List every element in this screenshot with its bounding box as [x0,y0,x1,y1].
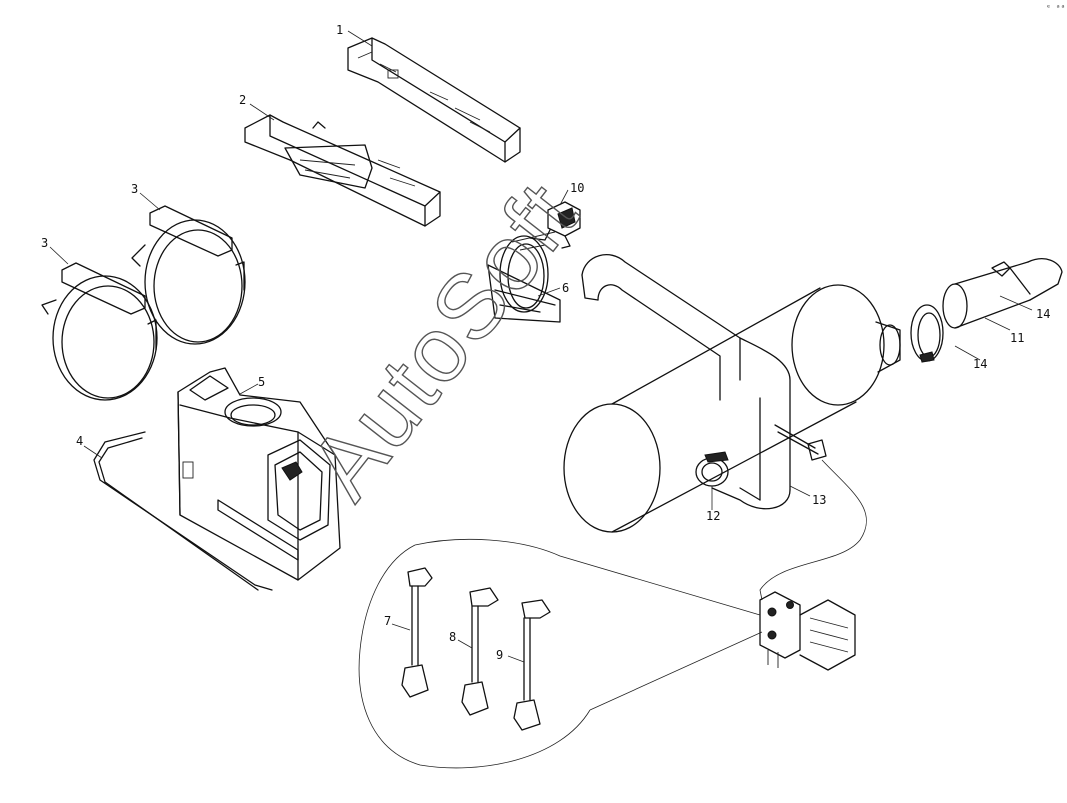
callout-8: 8 [449,630,456,644]
callout-14a: 14 [1036,307,1050,321]
part-14-clamp-right [991,261,1011,277]
callout-10: 10 [570,181,584,195]
callout-14b: 14 [973,357,987,371]
part-7-sensor [401,567,433,698]
part-14-clamp-left [910,304,944,363]
watermark: AutoSoft [290,163,599,518]
leader-lines [49,30,1033,663]
callout-6: 6 [562,281,569,295]
watermark-text: AutoSoft [290,164,597,517]
callout-13: 13 [812,493,826,507]
callout-2: 2 [239,93,246,107]
callout-12: 12 [706,509,720,523]
part-2-bracket [244,114,441,227]
part-8-sensor [461,587,499,716]
callout-1: 1 [336,23,343,37]
callout-3b: 3 [41,236,48,250]
part-1-bracket [347,37,521,163]
muffler-assembly [563,254,901,533]
callout-3a: 3 [131,182,138,196]
part-4-rod [93,431,273,591]
part-10-sensor [529,201,581,249]
callout-labels: 1 2 3 3 4 5 6 7 8 9 10 11 12 13 14 14 [41,23,1050,662]
callout-9: 9 [496,648,503,662]
part-11-outlet-pipe [942,258,1063,329]
connector-bracket [759,591,856,671]
callout-5: 5 [258,375,265,389]
detail-callout [358,459,867,769]
callout-7: 7 [384,614,391,628]
callout-4: 4 [76,434,83,448]
callout-11: 11 [1010,331,1024,345]
corner-mark: ᵉ ᵃᵃ [1046,3,1065,12]
part-3-clamp-right [131,205,246,345]
part-5-tank [177,367,341,581]
part-9-sensor [513,599,551,731]
part-3-clamp-left [41,262,158,401]
